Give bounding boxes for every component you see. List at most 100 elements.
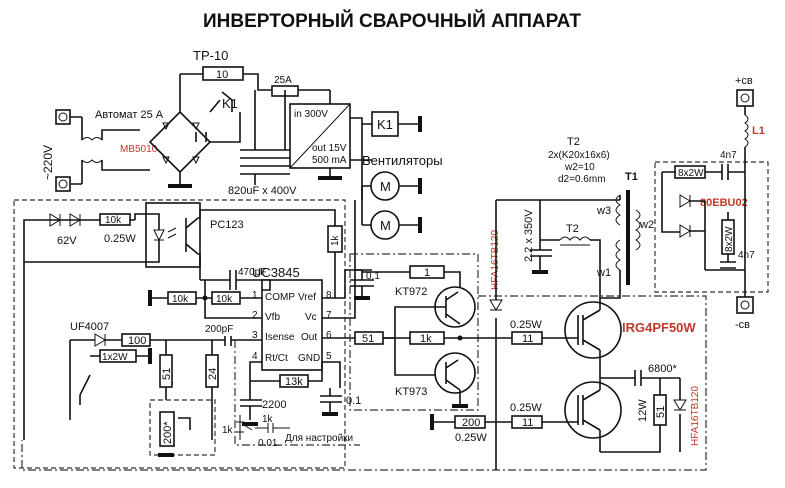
caps-label: 820uF x 400V (228, 185, 297, 197)
pin-5: 5 (326, 351, 332, 362)
res-1k-tune-a: 1k (222, 425, 234, 436)
minus-output: -св (735, 319, 750, 331)
res-1k-h: 1k (420, 333, 432, 345)
res-11-a: 11 (522, 333, 533, 345)
res-200-bot: 200 (462, 417, 480, 429)
cap-4n7-a: 4n7 (720, 150, 737, 161)
res-24-v: 24 (207, 368, 219, 380)
res-51-v: 51 (161, 368, 173, 380)
pin-isense: Isense (265, 332, 295, 343)
bus-capacitors: 820uF x 400V (228, 90, 297, 197)
res-1k-right: 1k (330, 234, 341, 246)
mains-label: ~220V (41, 145, 55, 180)
fuse-label: 25A (274, 75, 292, 86)
fan-2-symbol: M (380, 218, 391, 233)
pin-rtct: Rt/Ct (265, 353, 288, 364)
t2-w2: w2=10 (564, 162, 595, 173)
fans: Вентиляторы M M (361, 153, 443, 240)
pin-3: 3 (252, 330, 258, 341)
gate-resistors: 11 0.25W 11 0.25W 200 0.25W (430, 319, 565, 444)
kt973-label: KT973 (395, 386, 427, 398)
zener-label: 62V (57, 235, 77, 247)
res-100: 100 (128, 335, 146, 347)
aux-power-supply: in 300V out 15V 500 mA (289, 90, 372, 200)
pin-6: 6 (326, 330, 332, 341)
t2-label: T2 (567, 136, 580, 148)
diode-80ebu: 80EBU02 (700, 197, 748, 209)
cap-4n7-b: 4n7 (738, 250, 755, 261)
res-51-h: 51 (362, 333, 374, 345)
res-11-c: 11 (522, 417, 533, 429)
tuning-label: Для настройки (285, 433, 353, 444)
t1-w3: w3 (596, 205, 611, 217)
relay-coil-label: K1 (377, 117, 393, 132)
cap-6800: 6800* (648, 363, 677, 375)
mains-input: ~220V Автомат 25 А MB5010 (41, 109, 164, 192)
bridge-label: MB5010 (120, 144, 158, 155)
pin-2: 2 (252, 310, 258, 321)
kt972-label: KT972 (395, 286, 427, 298)
cap-01-a: 0.1 (366, 271, 380, 282)
relay-contact-label: K1 (222, 96, 238, 111)
supply-out: out 15V (312, 143, 347, 154)
res-1k-tune-b: 1k (262, 414, 274, 425)
thermal-value: 10 (216, 69, 228, 81)
supply-current: 500 mA (312, 155, 347, 166)
diode-uf4007: UF4007 (70, 321, 109, 333)
driver-stage: 1 KT972 51 1k KT973 (349, 253, 512, 411)
res-10k-mid: 10k (216, 294, 233, 305)
pin-gnd: GND (298, 353, 320, 364)
res-13k: 13k (285, 376, 303, 388)
res-10k-top: 10k (105, 215, 122, 226)
plus-output: +св (735, 75, 753, 87)
t2-d2: d2=0.6mm (558, 174, 606, 185)
choke-label: L1 (752, 125, 765, 137)
t2-small: T2 (566, 223, 579, 235)
fans-label: Вентиляторы (362, 153, 443, 168)
pin-8: 8 (326, 290, 332, 301)
pin-4: 4 (252, 351, 258, 362)
pin-1: 1 (252, 290, 258, 301)
cap-22-350: 2.2 x 350V (523, 209, 535, 262)
pin-vc: Vc (305, 312, 317, 323)
res-025w-c: 0.25W (455, 432, 487, 444)
diode-hfa-b: HFA16TB120 (690, 386, 701, 446)
supply-in: in 300V (294, 109, 328, 120)
res-1x2w: 1x2W (102, 352, 128, 363)
breaker-label: Автомат 25 А (95, 109, 164, 121)
res-8x2w-a: 8x2W (678, 168, 704, 179)
cap-200p: 200pF (205, 324, 233, 335)
cap-001: 0.01 (258, 438, 278, 449)
output-rectifier: 8x2W 4n7 80EBU02 8x2W 4n7 L1 +св -св (654, 75, 769, 331)
pin-7: 7 (326, 310, 332, 321)
optocoupler-label: PC123 (210, 219, 244, 231)
t2-spec: 2x(K20x16x6) (548, 150, 610, 161)
cap-470p: 470pF (238, 267, 266, 278)
t1-label: T1 (625, 171, 638, 183)
res-1-top: 1 (424, 267, 430, 279)
transformers: T2 2x(K20x16x6) w2=10 d2=0.6mm 2.2 x 350… (496, 136, 654, 299)
fan-1-symbol: M (380, 179, 391, 194)
res-025w-b: 0.25W (510, 319, 542, 331)
thermal-label: TP-10 (193, 48, 228, 63)
res-025w-d: 0.25W (510, 402, 542, 414)
igbt-label: IRG4PF50W (622, 320, 696, 335)
pin-out: Out (301, 332, 317, 343)
t1-w2: w2 (639, 219, 654, 231)
res-200-trim: 200* (162, 421, 174, 444)
res-10k-left: 10k (172, 294, 189, 305)
res-12w: 12W (637, 399, 649, 422)
res-025w-top: 0.25W (104, 233, 136, 245)
pin-vref: Vref (298, 292, 316, 303)
cap-01-b: 0.1 (346, 395, 361, 407)
control-block: 62V 10k 0.25W PC123 1k 470pF UC3845 COMP… (13, 199, 395, 469)
input-rectifier: TP-10 10 K1 (148, 48, 330, 188)
res-8x2w-b: 8x2W (724, 226, 735, 252)
pin-comp: COMP (265, 292, 295, 303)
power-stage: HFA16TB120 IRG4PF50W 6800* 51 12W HFA16T… (21, 200, 707, 471)
diagram-title: ИНВЕРТОРНЫЙ СВАРОЧНЫЙ АППАРАТ (203, 10, 581, 32)
pin-vfb: Vfb (265, 312, 280, 323)
cap-2200: 2200 (262, 399, 286, 411)
ic-name: UC3845 (252, 265, 300, 280)
